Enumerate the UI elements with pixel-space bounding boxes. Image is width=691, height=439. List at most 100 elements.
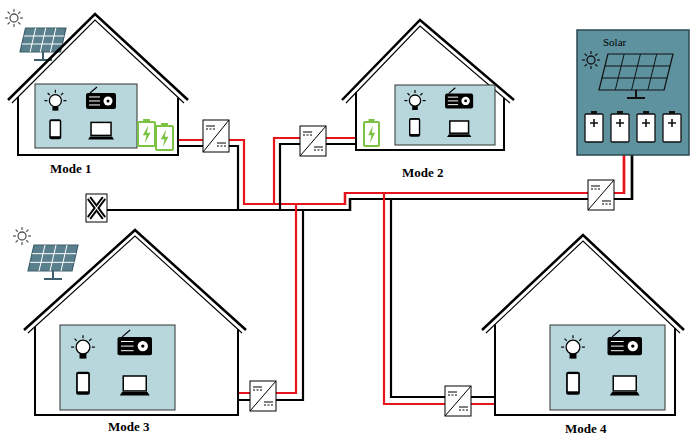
solar-panel-icon: [599, 54, 673, 98]
switch-cross: [89, 198, 104, 218]
appliance-panel: [395, 85, 495, 145]
house-roof-inner: [28, 236, 242, 333]
bulb-ray: [572, 335, 573, 338]
appliance-icons: [71, 330, 152, 396]
sun-ray: [13, 24, 14, 27]
panel-stand: [42, 52, 44, 60]
bulb-ray: [71, 347, 74, 348]
battery-plus: [668, 119, 676, 127]
house-roof-inner: [486, 241, 680, 333]
bulb-ray: [565, 339, 567, 341]
sun-ray: [28, 235, 31, 236]
radio-dial: [104, 96, 113, 105]
panel-base: [44, 278, 62, 280]
radio-dial: [628, 341, 638, 351]
breaker-switch-symbol: [86, 194, 107, 222]
battery-icon: [364, 119, 379, 146]
converter-mark: [206, 129, 215, 130]
switch-cross-inner: [89, 198, 104, 218]
panel-grid: [648, 54, 657, 90]
appliance-panel: [35, 84, 137, 148]
house-node: Mode 2: [340, 18, 518, 180]
radio-icon: [118, 337, 153, 355]
sun-ray: [16, 230, 18, 232]
switch-box: [86, 194, 107, 222]
radio-grille: [89, 104, 100, 105]
sun-disc: [10, 14, 18, 22]
radio-dial: [461, 97, 469, 105]
converter-mark: [303, 132, 312, 133]
house-outline: [482, 235, 684, 415]
house-outline: [8, 14, 188, 155]
sun-ray: [16, 240, 18, 242]
bulb-icon: [409, 95, 420, 106]
dc-converter-symbol: [250, 381, 276, 411]
laptop-base: [88, 136, 114, 139]
converter-mark: [314, 150, 323, 151]
converter-diagonal: [588, 180, 614, 210]
radio-grille: [121, 346, 134, 347]
converter-diagonal: [203, 120, 229, 152]
battery-body: [156, 126, 173, 150]
mode-label: Mode 1: [50, 161, 92, 176]
sun-ray: [26, 230, 28, 232]
radio-icon: [86, 93, 116, 109]
sun-ray: [13, 235, 16, 236]
bus-wire: [107, 209, 240, 211]
bulb-ray: [420, 93, 422, 95]
bulb-ray: [44, 100, 47, 101]
sun-ray: [13, 9, 14, 12]
panel-stand: [635, 90, 637, 98]
battery-icon: [156, 123, 173, 150]
bulb-ray: [582, 347, 585, 348]
mode-label: Mode 3: [108, 419, 150, 434]
solar-panel-icon: [28, 245, 78, 279]
bulb-ray: [89, 339, 91, 341]
node-outline: [340, 18, 518, 180]
laptop-screen: [91, 122, 111, 135]
converter-diagonal: [300, 126, 326, 156]
radio-knob: [107, 99, 110, 102]
negative-wire: [178, 146, 632, 210]
sun-ray: [26, 240, 28, 242]
converter-box: [203, 120, 229, 152]
bulb-base: [570, 354, 577, 359]
battery-icon: [138, 119, 155, 146]
converter-diagonal: [445, 386, 471, 416]
sun-disc: [18, 232, 26, 240]
bulb-icon: [49, 95, 61, 107]
panel-grid: [50, 28, 56, 52]
mode-label: Mode 2: [402, 165, 444, 180]
tablet-icon: [566, 372, 580, 395]
house-node: Mode 4: [480, 233, 686, 438]
panel-grid: [40, 28, 46, 52]
bulb-icon: [76, 340, 90, 354]
bulb-ray: [48, 93, 50, 95]
radio-grille: [611, 341, 624, 342]
sun-ray: [20, 17, 23, 18]
radio-grille: [611, 346, 624, 347]
house-roof: [24, 230, 246, 330]
sun-ray: [597, 59, 600, 60]
panel-grid: [615, 54, 624, 90]
converter-box: [588, 180, 614, 210]
node-outline: [480, 233, 686, 438]
converter-mark: [602, 201, 611, 202]
sun-ray: [582, 59, 585, 60]
panel-grid: [632, 54, 641, 90]
radio-grille: [448, 100, 458, 101]
bulb-ray: [55, 90, 56, 93]
radio-grille: [448, 104, 458, 105]
appliance-panel: [60, 325, 175, 410]
bulb-base: [80, 354, 87, 359]
converter-mark: [217, 146, 226, 147]
sun-ray: [8, 12, 10, 14]
battery-body: [138, 122, 155, 146]
converter-mark: [591, 186, 600, 187]
node-outline: [22, 228, 248, 436]
radio-dial: [138, 341, 148, 351]
radio-antenna: [90, 87, 97, 93]
battery-cell: [585, 114, 603, 142]
sun-ray: [18, 22, 20, 24]
converter-box: [300, 126, 326, 156]
